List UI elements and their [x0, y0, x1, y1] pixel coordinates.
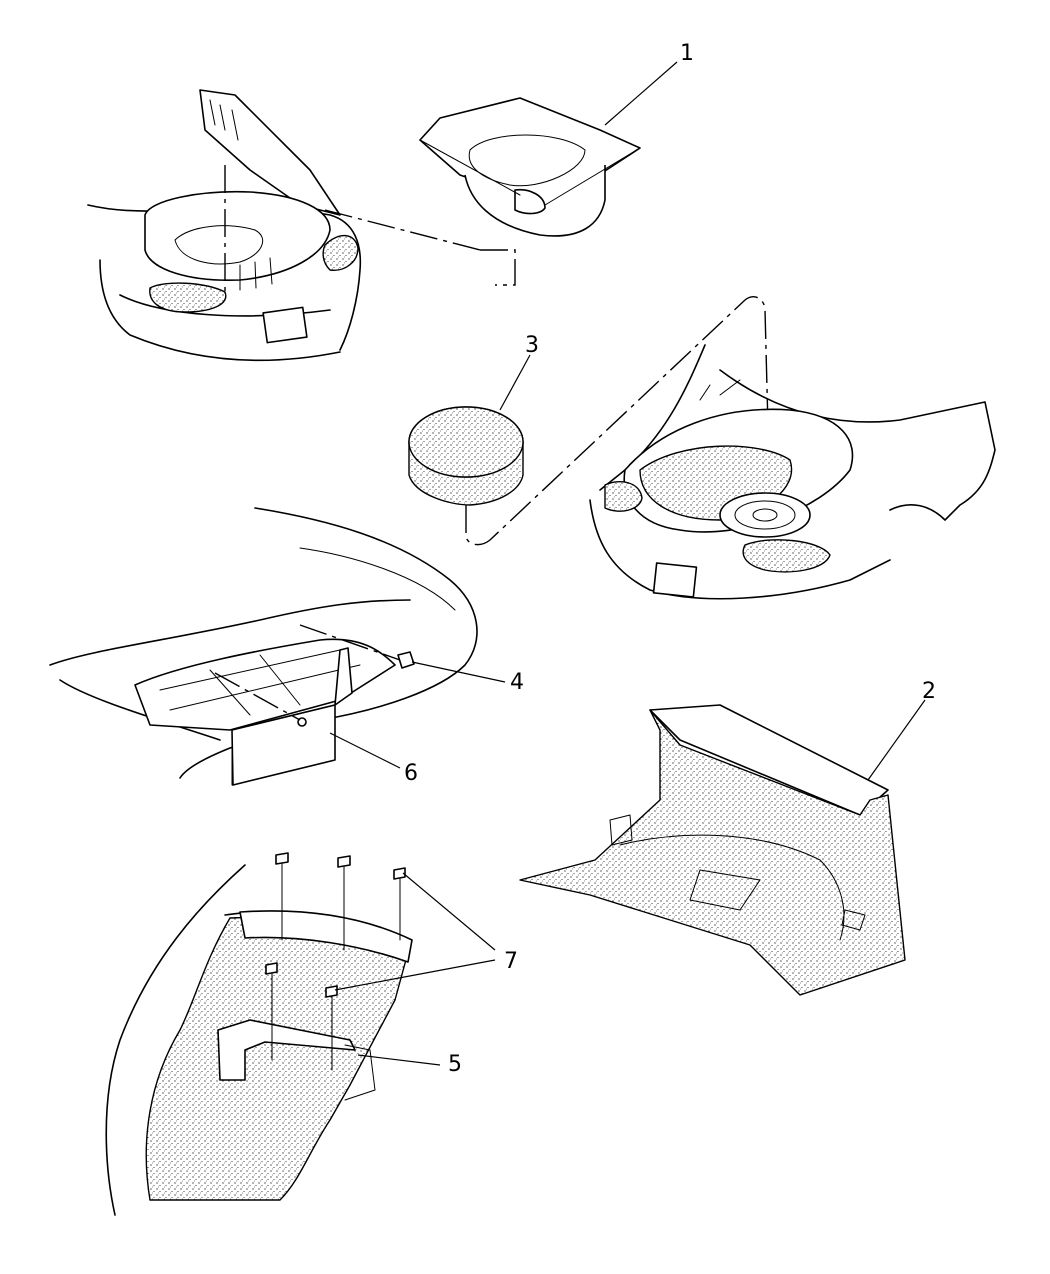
- decklid-underside-view: 4 6: [49, 507, 524, 786]
- part-2-trunk-carpet: 2: [519, 679, 936, 996]
- callout-5: 5: [448, 1052, 462, 1077]
- callout-7: 7: [504, 949, 518, 974]
- callout-6: 6: [404, 761, 418, 786]
- callout-3: 3: [525, 333, 539, 358]
- car-rear-spare-tire-view: [589, 344, 996, 600]
- callout-2: 2: [922, 679, 936, 704]
- push-pin-fasteners: [265, 852, 406, 1071]
- part-1-trunk-bin: 1: [324, 41, 694, 286]
- part-3-round-cover: 3: [408, 296, 771, 546]
- car-rear-open-trunk-view: [87, 89, 362, 362]
- callout-1: 1: [680, 41, 694, 66]
- callout-4: 4: [510, 670, 524, 695]
- quarter-trim-panel-view: 7 5: [105, 852, 518, 1216]
